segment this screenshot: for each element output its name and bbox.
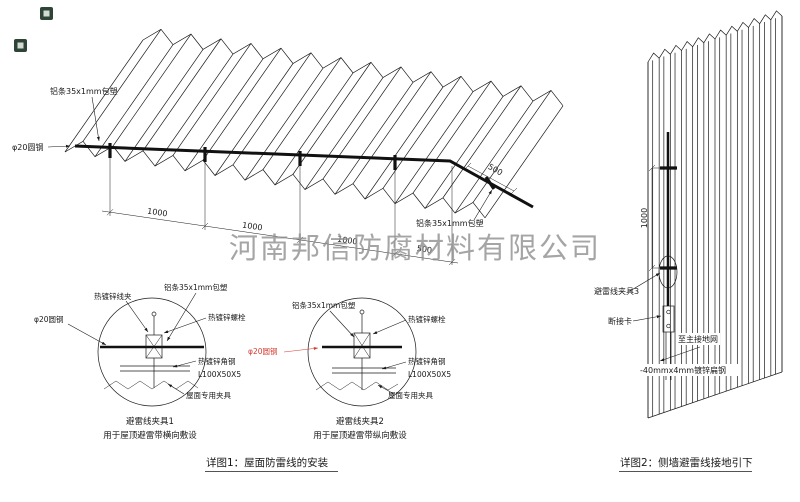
stamp-icon-1 [40,7,53,20]
detail2-bolt-head [359,309,365,315]
dim-500-a: 500 [416,244,432,255]
captions: 详图1：屋面防雷线的安装 详图2：侧墙避雷线接地引下 [205,456,753,472]
disconnect-link [662,305,675,333]
caption-detail2: 详图2：侧墙避雷线接地引下 [620,456,753,469]
roof-corrugation [64,28,564,219]
caption-detail1: 详图1：屋面防雷线的安装 [206,456,329,469]
wall-dim-1000: 1000 [640,208,649,228]
wall-label-clamp3: 避雷线夹具3 [594,286,639,296]
stamp-icon-2 [14,39,27,52]
wall-dimension: 1000 [640,164,664,272]
detail2-label-bolt: 热镀锌螺栓 [408,314,446,324]
dim-1000-a: 1000 [147,207,168,219]
detail2-label-angle: 热镀锌角钢 [408,356,446,366]
wall-corrugation [647,10,783,419]
wall-label-to-ground: 至主接地网 [678,334,718,344]
clamp-detail-bubble [658,255,678,289]
detail2-labels: 铝条35x1mm包塑 热镀锌螺栓 φ20圆钢 热镀锌角钢 L100X50X5 屋… [248,300,451,441]
detail1-label-wire-clamp: 热镀锌线夹 [94,291,132,301]
detail1-drawing [97,297,207,407]
detail1-title: 避雷线夹具1 [126,416,174,427]
detail1-label-bolt: 热镀锌螺栓 [208,312,246,322]
detail2-subtitle: 用于屋顶避雷带纵向敷设 [313,430,407,441]
label-aluminium-strip-right: 铝条35x1mm包塑 [416,218,484,228]
wire-clamp-mark [484,176,496,190]
detail2-label-strip: 铝条35x1mm包塑 [292,300,356,310]
label-round-steel: φ20圆钢 [12,142,43,152]
label-aluminium-strip-top: 铝条35x1mm包塑 [50,86,118,96]
detail1-subtitle: 用于屋顶避雷带横向敷设 [103,430,197,441]
detail1-bolt-head [151,311,157,317]
dim-1000-c: 1000 [337,235,358,247]
roof-lightning-wire [74,143,534,209]
lightning-wire-line [74,144,534,209]
detail1-label-angle: 热镀锌角钢 [198,356,236,366]
detail2-circle [307,297,417,407]
detail1-label-round-steel: φ20圆钢 [34,314,64,324]
detail1-circle [97,297,207,407]
dim-1000-b: 1000 [242,221,263,233]
wall-labels: 避雷线夹具3 断接卡 至主接地网 -40mmx4mm镀锌扁钢 [594,272,738,376]
wall-label-disconnect: 断接卡 [608,316,632,326]
detail2-drawing [307,297,417,407]
detail2-label-fixture: 屋面专用夹具 [388,390,433,400]
detail1-label-strip: 铝条35x1mm包塑 [164,282,228,292]
detail2-label-round-steel: φ20圆钢 [248,346,278,356]
detail2-title: 避雷线夹具2 [336,416,384,427]
detail1-label-fixture: 屋面专用夹具 [186,390,231,400]
watermark-text: 河南邦信防腐材料有限公司 [229,231,601,265]
roof-labels: 铝条35x1mm包塑 φ20圆钢 铝条35x1mm包塑 [12,86,493,228]
detail2-label-angle-size: L100X50X5 [408,370,451,379]
detail1-label-angle-size: L100X50X5 [198,370,241,379]
wall-label-flat-steel: -40mmx4mm镀锌扁钢 [640,365,726,375]
detail1-labels: 热镀锌线夹 铝条35x1mm包塑 热镀锌螺栓 φ20圆钢 热镀锌角钢 L100X… [34,282,246,441]
